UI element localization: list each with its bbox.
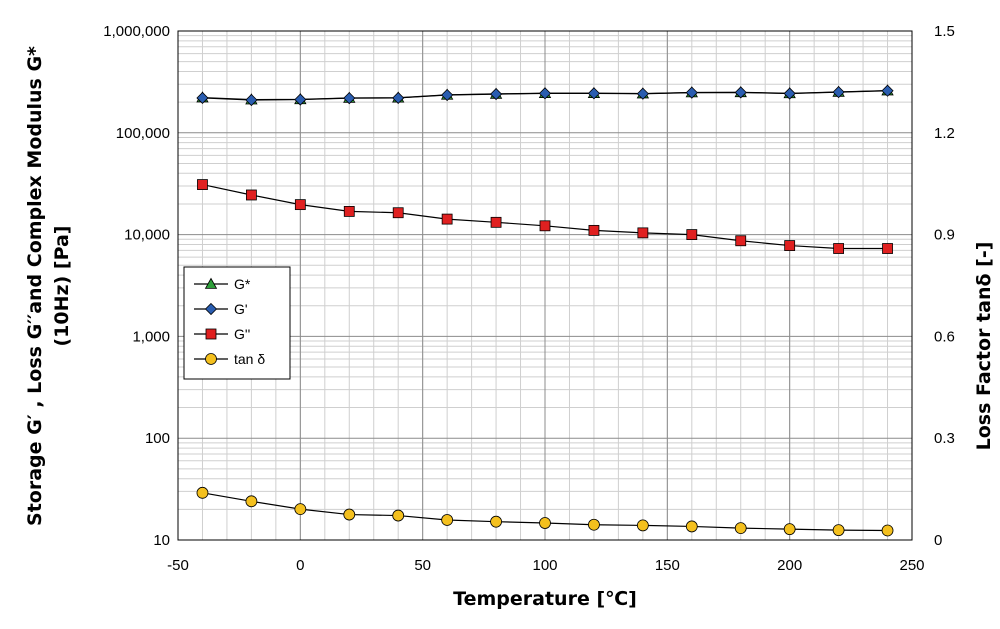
data-point-tan-delta [441, 514, 454, 526]
data-point-g-double-prime [637, 227, 649, 239]
data-point-tan-delta [343, 508, 356, 521]
data-point-g-double-prime [882, 243, 893, 254]
legend-item-g-double-prime: G'' [194, 326, 250, 342]
data-point-g-double-prime [686, 229, 698, 241]
data-point-tan-delta [783, 523, 796, 536]
legend-item-g-prime: G' [194, 301, 248, 317]
data-point-tan-delta [734, 522, 747, 535]
data-point-g-double-prime [294, 199, 306, 211]
data-point-tan-delta [392, 509, 405, 522]
right-y-tick-label: 1.2 [934, 125, 955, 142]
data-point-g-prime [294, 93, 307, 106]
left-y-tick-label: 10,000 [124, 227, 170, 244]
data-point-g-double-prime [539, 220, 551, 232]
left-y-tick-label: 100 [145, 430, 170, 447]
data-point-g-prime [832, 86, 845, 99]
data-point-g-double-prime [784, 240, 796, 251]
left-y-tick-label: 1,000,000 [103, 23, 170, 40]
data-point-g-prime [196, 91, 209, 105]
data-point-tan-delta [490, 515, 502, 528]
data-point-g-prime [881, 84, 894, 97]
data-point-tan-delta [539, 517, 551, 529]
data-point-g-double-prime [490, 216, 502, 228]
legend-label-tan-delta: tan δ [234, 351, 265, 367]
right-y-tick-label: 0.3 [934, 430, 955, 447]
x-tick-label: 200 [777, 557, 802, 574]
data-point-tan-delta [881, 524, 894, 537]
data-point-g-prime [441, 88, 454, 102]
data-point-g-double-prime [343, 206, 355, 217]
legend-item-g-star: G* [194, 276, 251, 292]
legend-item-tan-delta: tan δ [194, 351, 265, 367]
series-g-double-prime [197, 179, 893, 254]
legend-label-g-prime: G' [234, 301, 248, 317]
legend-label-g-star: G* [234, 276, 251, 292]
left-y-axis-title-line2: (10Hz) [Pa] [51, 226, 73, 347]
data-point-g-prime [490, 88, 503, 101]
right-y-tick-label: 0 [934, 532, 942, 549]
data-point-g-prime [538, 87, 552, 100]
series-g-prime [196, 84, 894, 107]
legend: G* G' G'' tan δ [183, 266, 291, 380]
left-y-axis-ticks: 10 100 1,000 10,000 100,000 1,000,000 [103, 23, 170, 549]
data-point-tan-delta [685, 520, 698, 533]
data-point-g-prime [685, 86, 698, 99]
series-tan-delta [196, 486, 894, 537]
data-point-g-prime [245, 93, 258, 107]
data-point-g-prime [587, 87, 600, 100]
right-y-tick-label: 0.6 [934, 328, 955, 345]
right-y-axis-ticks: 0 0.3 0.6 0.9 1.2 1.5 [934, 23, 955, 549]
series-layer [196, 84, 894, 537]
legend-marker-tan-delta [205, 353, 217, 365]
data-point-g-double-prime [588, 224, 600, 236]
data-point-tan-delta [196, 486, 209, 499]
data-point-tan-delta [636, 519, 649, 532]
x-tick-label: 150 [655, 557, 680, 574]
x-axis-ticks: -50 0 50 100 150 200 250 [167, 557, 924, 574]
x-tick-label: -50 [167, 557, 189, 574]
x-axis-title: Temperature [℃] [453, 588, 637, 610]
data-point-tan-delta [832, 524, 845, 537]
legend-marker-g-prime [204, 302, 218, 316]
data-point-g-double-prime [735, 235, 747, 247]
legend-marker-g-star [204, 277, 218, 289]
data-point-g-prime [343, 92, 356, 105]
data-point-g-double-prime [197, 179, 208, 190]
right-y-tick-label: 1.5 [934, 23, 955, 40]
data-point-g-prime [783, 87, 796, 100]
left-y-tick-label: 10 [153, 532, 170, 549]
data-point-g-prime [734, 86, 747, 99]
legend-marker-g-double-prime [205, 328, 217, 340]
left-y-tick-label: 100,000 [116, 125, 170, 142]
legend-label-g-double-prime: G'' [234, 326, 250, 342]
plot-area-frame [177, 30, 913, 541]
data-point-g-double-prime [245, 189, 257, 201]
data-point-g-prime [392, 91, 405, 105]
right-y-axis-title: Loss Factor tanδ [-] [973, 242, 995, 451]
data-point-tan-delta [294, 503, 307, 516]
data-point-g-double-prime [392, 207, 404, 219]
x-tick-label: 50 [414, 557, 431, 574]
data-point-tan-delta [588, 518, 600, 531]
x-tick-label: 0 [296, 557, 304, 574]
data-point-tan-delta [245, 495, 258, 508]
data-point-g-double-prime [833, 243, 844, 254]
x-tick-label: 250 [899, 557, 924, 574]
left-y-tick-label: 1,000 [132, 328, 170, 345]
x-tick-label: 100 [532, 557, 557, 574]
data-point-g-double-prime [441, 213, 453, 225]
data-point-g-prime [636, 87, 649, 100]
legend-box [183, 266, 291, 380]
right-y-tick-label: 0.9 [934, 227, 955, 244]
left-y-axis-title-line1: Storage G′ , Loss G′′and Complex Modulus… [24, 46, 46, 526]
